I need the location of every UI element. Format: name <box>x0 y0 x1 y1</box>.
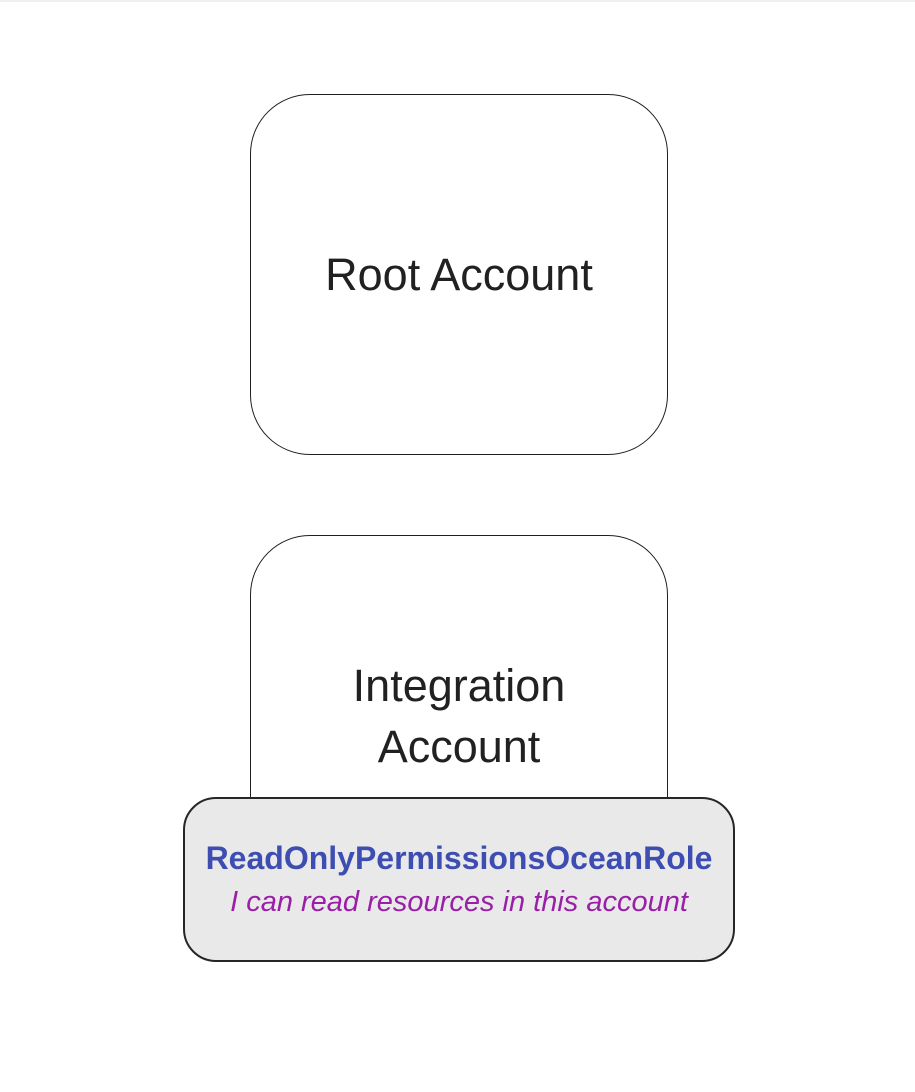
root-account-box: Root Account <box>250 94 668 455</box>
root-account-label: Root Account <box>325 249 593 300</box>
integration-account-label-line2: Account <box>377 720 541 772</box>
role-description: I can read resources in this account <box>230 885 688 918</box>
role-box: ReadOnlyPermissionsOceanRole I can read … <box>183 797 735 962</box>
role-name: ReadOnlyPermissionsOceanRole <box>205 839 713 876</box>
integration-account-label-line1: Integration <box>352 659 566 711</box>
integration-account-label: Integration Account <box>353 655 566 777</box>
